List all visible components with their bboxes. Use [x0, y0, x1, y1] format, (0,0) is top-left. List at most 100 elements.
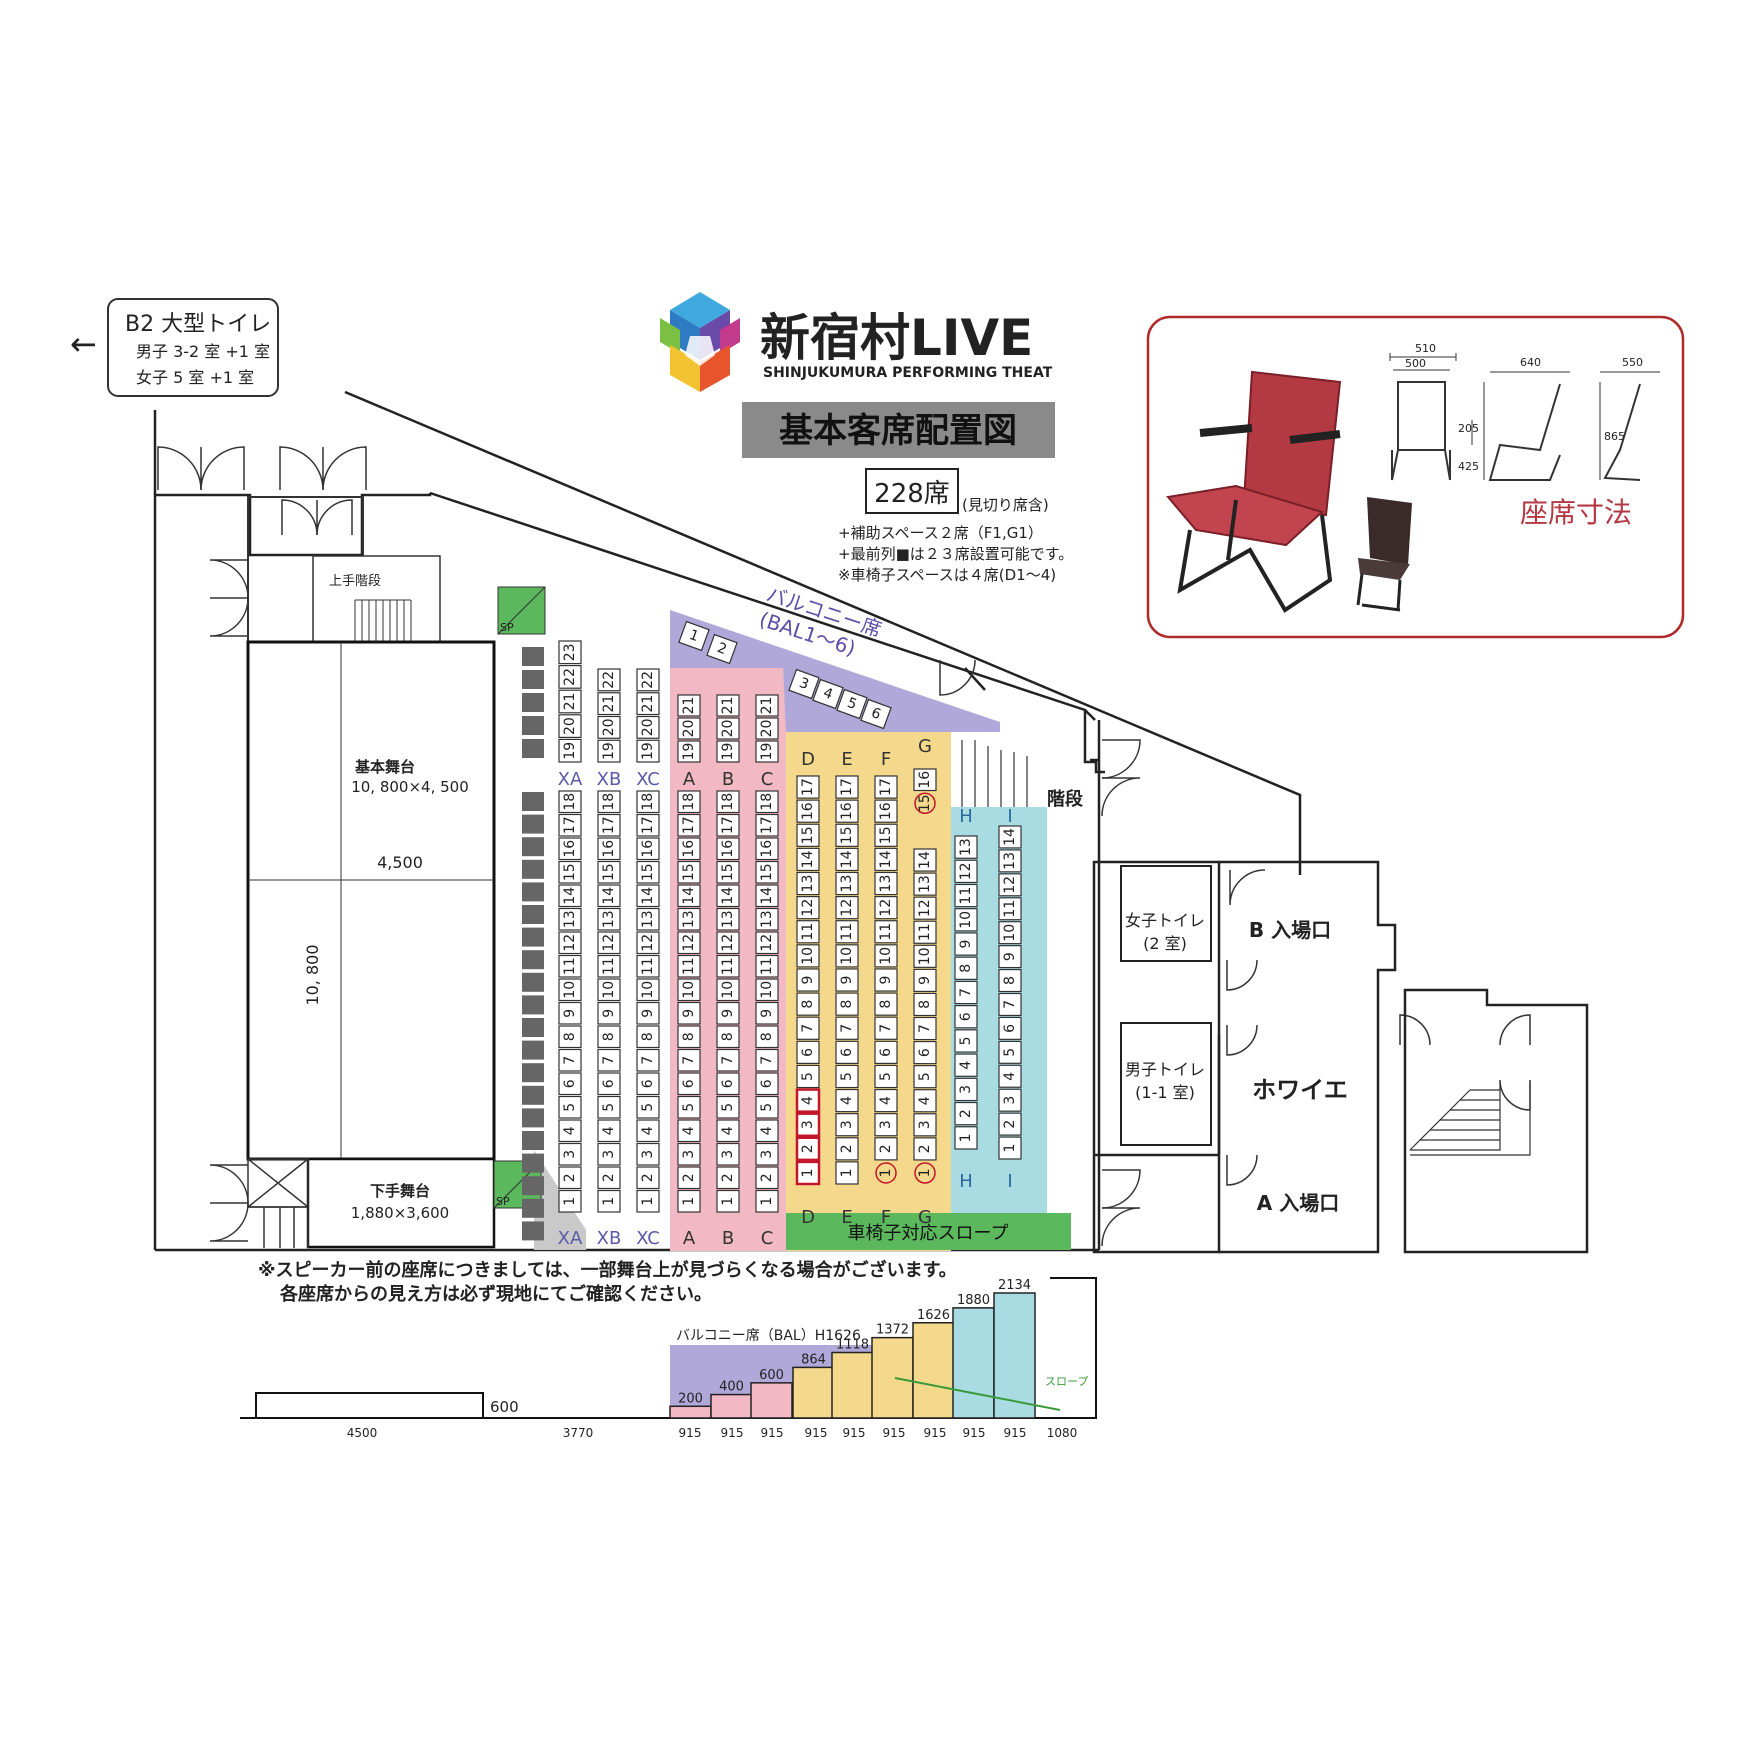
seat[interactable]: 1 [755, 1189, 779, 1213]
seat[interactable]: 21 [755, 694, 779, 717]
seat[interactable]: 20 [597, 715, 621, 739]
seat[interactable]: 8 [716, 1025, 740, 1049]
seat[interactable]: 9 [835, 968, 859, 992]
seat[interactable]: 9 [597, 1001, 621, 1025]
seat[interactable]: 13 [835, 871, 859, 896]
seat[interactable]: 1 [716, 1189, 740, 1213]
seat[interactable]: 5 [755, 1095, 779, 1119]
seat[interactable]: 14 [755, 884, 779, 908]
seat[interactable]: 12 [998, 873, 1022, 897]
seat[interactable]: 16 [636, 837, 660, 861]
seat[interactable]: 9 [677, 1001, 701, 1025]
seat[interactable]: 13 [954, 835, 978, 859]
seat[interactable]: 3 [913, 1113, 937, 1137]
seat[interactable]: 7 [755, 1048, 779, 1072]
seat[interactable]: 13 [755, 907, 779, 931]
seat[interactable]: 9 [716, 1001, 740, 1025]
seat[interactable]: 6 [874, 1040, 898, 1065]
seat[interactable]: 6 [677, 1072, 701, 1096]
seat[interactable]: 19 [597, 739, 621, 763]
seat[interactable]: 12 [636, 931, 660, 955]
seat[interactable]: 10 [998, 921, 1022, 945]
seat[interactable]: 22 [636, 668, 660, 692]
seat[interactable]: 3 [835, 1113, 859, 1137]
seat[interactable]: 4 [835, 1088, 859, 1113]
balcony-seat[interactable]: 3 [788, 668, 820, 700]
seat[interactable]: 2 [716, 1166, 740, 1190]
balcony-seat[interactable]: 6 [860, 698, 892, 730]
seat[interactable]: 8 [677, 1025, 701, 1049]
seat[interactable]: 10 [558, 978, 582, 1002]
seat[interactable]: 7 [874, 1016, 898, 1040]
seat[interactable]: 17 [636, 813, 660, 837]
seat[interactable]: 4 [558, 1119, 582, 1143]
seat[interactable]: 21 [558, 689, 582, 714]
seat[interactable]: 3 [677, 1142, 701, 1166]
seat[interactable]: 10 [913, 944, 937, 968]
seat[interactable]: 14 [913, 848, 937, 872]
seat[interactable]: 5 [796, 1064, 820, 1089]
seat[interactable]: 7 [677, 1048, 701, 1072]
seat[interactable]: 6 [796, 1040, 820, 1065]
seat[interactable]: 7 [636, 1048, 660, 1072]
balcony-seat[interactable]: 2 [706, 633, 738, 665]
seat[interactable]: 20 [755, 717, 779, 740]
seat[interactable]: 6 [998, 1016, 1022, 1040]
seat[interactable]: 12 [716, 931, 740, 955]
seat[interactable]: 16 [558, 837, 582, 861]
seat[interactable]: 1 [875, 1162, 897, 1184]
seat[interactable]: 11 [755, 954, 779, 978]
seat[interactable]: 20 [636, 715, 660, 739]
seat[interactable]: 16 [913, 768, 937, 792]
seat[interactable]: 5 [835, 1064, 859, 1089]
seat[interactable]: 19 [636, 739, 660, 763]
seat[interactable]: 16 [755, 837, 779, 861]
seat[interactable]: 10 [835, 944, 859, 968]
seat[interactable]: 1 [835, 1161, 859, 1185]
seat[interactable]: 5 [558, 1095, 582, 1119]
seat[interactable]: 9 [913, 968, 937, 993]
seat[interactable]: 1 [636, 1189, 660, 1213]
seat[interactable]: 15 [677, 860, 701, 884]
seat[interactable]: 14 [716, 884, 740, 908]
seat[interactable]: 18 [716, 790, 740, 814]
seat[interactable]: 18 [755, 790, 779, 814]
seat[interactable]: 16 [677, 837, 701, 861]
seat[interactable]: 20 [677, 717, 701, 740]
seat[interactable]: 6 [597, 1072, 621, 1096]
seat[interactable]: 10 [796, 944, 820, 968]
seat[interactable]: 11 [558, 954, 582, 978]
seat[interactable]: 18 [597, 790, 621, 814]
seat[interactable]: 19 [755, 740, 779, 763]
seat[interactable]: 17 [874, 775, 898, 799]
seat[interactable]: 11 [835, 920, 859, 944]
seat[interactable]: 4 [636, 1119, 660, 1143]
seat[interactable]: 13 [636, 907, 660, 931]
seat[interactable]: 9 [796, 968, 820, 992]
seat[interactable]: 7 [835, 1016, 859, 1040]
seat[interactable]: 11 [677, 954, 701, 978]
seat[interactable]: 7 [998, 992, 1022, 1017]
seat[interactable]: 1 [558, 1189, 582, 1213]
seat[interactable]: 13 [874, 871, 898, 896]
seat[interactable]: 11 [913, 920, 937, 944]
seat[interactable]: 23 [558, 640, 582, 665]
seat[interactable]: 3 [716, 1142, 740, 1166]
balcony-seat[interactable]: 4 [812, 678, 844, 710]
seat[interactable]: 14 [874, 847, 898, 872]
seat[interactable]: 11 [716, 954, 740, 978]
seat[interactable]: 3 [597, 1142, 621, 1166]
seat[interactable]: 15 [796, 823, 820, 847]
seat[interactable]: 10 [755, 978, 779, 1002]
seat[interactable]: 5 [597, 1095, 621, 1119]
seat[interactable]: 17 [677, 813, 701, 837]
seat[interactable]: 3 [636, 1142, 660, 1166]
seat[interactable]: 12 [835, 895, 859, 920]
seat[interactable]: 15 [835, 823, 859, 847]
seat[interactable]: 2 [795, 1136, 821, 1162]
seat[interactable]: 5 [998, 1040, 1022, 1064]
seat[interactable]: 5 [913, 1065, 937, 1089]
balcony-seat[interactable]: 5 [836, 688, 868, 720]
seat[interactable]: 1 [954, 1126, 978, 1150]
seat[interactable]: 1 [998, 1136, 1022, 1160]
